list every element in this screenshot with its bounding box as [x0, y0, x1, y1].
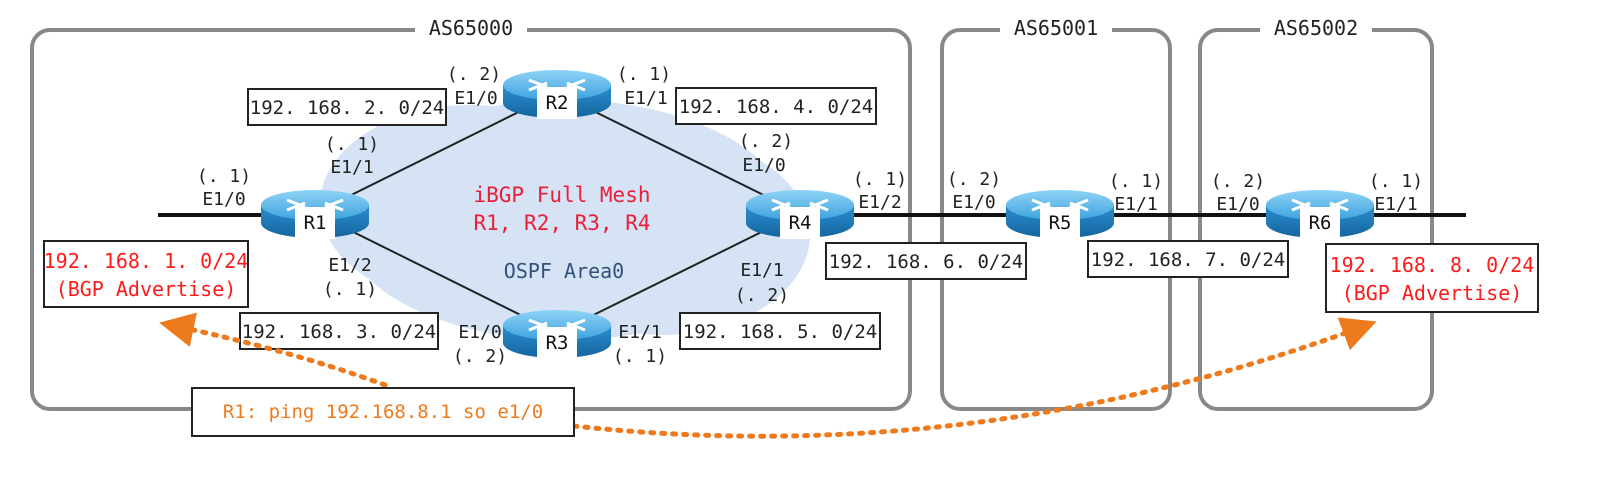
interface-ip: (. 1) — [853, 169, 907, 190]
interface-name: E1/1 — [618, 322, 661, 343]
subnet-label: 192. 168. 2. 0/24 — [250, 97, 444, 119]
interface-name: E1/1 — [1374, 194, 1417, 215]
interface-labels: (. 1) E1/0 (. 1) E1/1 E1/2 (. 1) (. 2) E… — [197, 64, 1423, 367]
subnet-box: 192. 168. 7. 0/24 — [1087, 240, 1289, 278]
router-label: R2 — [546, 92, 569, 114]
as-title: AS65001 — [1014, 16, 1098, 40]
interface-ip: (. 1) — [617, 64, 671, 85]
subnet-box: 192. 168. 2. 0/24 — [247, 88, 447, 126]
subnet-box: 192. 168. 3. 0/24 — [239, 312, 439, 350]
interface-name: E1/2 — [858, 192, 901, 213]
links — [314, 92, 801, 334]
advertised-network-box: 192. 168. 1. 0/24 (BGP Advertise) — [43, 240, 249, 308]
ospf-area-shading — [320, 100, 810, 340]
interface-ip: (. 2) — [1211, 171, 1265, 192]
subnet-label: 192. 168. 5. 0/24 — [683, 321, 877, 343]
interface-ip: (. 1) — [323, 279, 377, 300]
interface-ip: (. 1) — [325, 134, 379, 155]
subnet-box: 192. 168. 5. 0/24 — [679, 312, 881, 350]
ping-path-arrow-right — [571, 317, 1377, 439]
router-label: R3 — [546, 332, 569, 354]
interface-name: E1/0 — [454, 88, 497, 109]
subnet-label: 192. 168. 3. 0/24 — [242, 321, 436, 343]
router-r5: R5 — [1004, 188, 1116, 241]
interface-ip: (. 2) — [453, 346, 507, 367]
subnet-label: 192. 168. 6. 0/24 — [829, 251, 1023, 273]
interface-name: E1/0 — [1216, 194, 1259, 215]
interface-ip: (. 1) — [197, 166, 251, 187]
router-r3: R3 — [501, 308, 613, 361]
link-r1-r2 — [314, 92, 558, 214]
ibgp-mesh-members: R1, R2, R3, R4 — [473, 211, 650, 235]
advertised-network-box: 192. 168. 8. 0/24 (BGP Advertise) — [1325, 243, 1539, 313]
router-r6: R6 — [1264, 188, 1376, 241]
router-label: R6 — [1309, 212, 1332, 234]
interface-ip: (. 1) — [1369, 171, 1423, 192]
interface-ip: (. 2) — [735, 285, 789, 306]
ospf-area-label: OSPF Area0 — [504, 259, 624, 283]
link-r2-r4 — [556, 92, 801, 214]
router-label: R1 — [304, 212, 327, 234]
interface-name: E1/0 — [202, 189, 245, 210]
ping-path-arrow-left — [159, 312, 388, 388]
as-title: AS65000 — [429, 16, 513, 40]
advertised-note: (BGP Advertise) — [1342, 281, 1523, 305]
advertised-network: 192. 168. 1. 0/24 — [44, 249, 249, 273]
router-label: R4 — [789, 212, 812, 234]
router-r2: R2 — [501, 68, 613, 121]
interface-name: E1/2 — [328, 255, 371, 276]
interface-name: E1/1 — [624, 88, 667, 109]
interface-name: E1/0 — [458, 322, 501, 343]
interface-name: E1/0 — [742, 155, 785, 176]
ibgp-mesh-title: iBGP Full Mesh — [473, 183, 650, 207]
link-r1-r3 — [314, 212, 558, 334]
router-r4: R4 — [744, 188, 856, 241]
ping-command: R1: ping 192.168.8.1 so e1/0 — [223, 401, 543, 423]
advertised-network: 192. 168. 8. 0/24 — [1330, 253, 1535, 277]
interface-ip: (. 2) — [447, 64, 501, 85]
interface-name: E1/1 — [1114, 194, 1157, 215]
interface-name: E1/1 — [740, 260, 783, 281]
router-label: R5 — [1049, 212, 1072, 234]
interface-ip: (. 2) — [947, 169, 1001, 190]
interface-ip: (. 1) — [613, 346, 667, 367]
subnet-box: 192. 168. 6. 0/24 — [825, 242, 1027, 280]
interface-ip: (. 2) — [739, 131, 793, 152]
as-title: AS65002 — [1274, 16, 1358, 40]
interface-name: E1/0 — [952, 192, 995, 213]
subnet-box: 192. 168. 4. 0/24 — [675, 87, 877, 125]
advertised-note: (BGP Advertise) — [56, 277, 237, 301]
interface-ip: (. 1) — [1109, 171, 1163, 192]
subnet-label: 192. 168. 7. 0/24 — [1091, 249, 1285, 271]
subnet-label: 192. 168. 4. 0/24 — [679, 96, 873, 118]
router-r1: R1 — [259, 188, 371, 241]
link-r3-r4 — [556, 212, 801, 334]
ping-command-box: R1: ping 192.168.8.1 so e1/0 — [191, 387, 575, 437]
interface-name: E1/1 — [330, 157, 373, 178]
